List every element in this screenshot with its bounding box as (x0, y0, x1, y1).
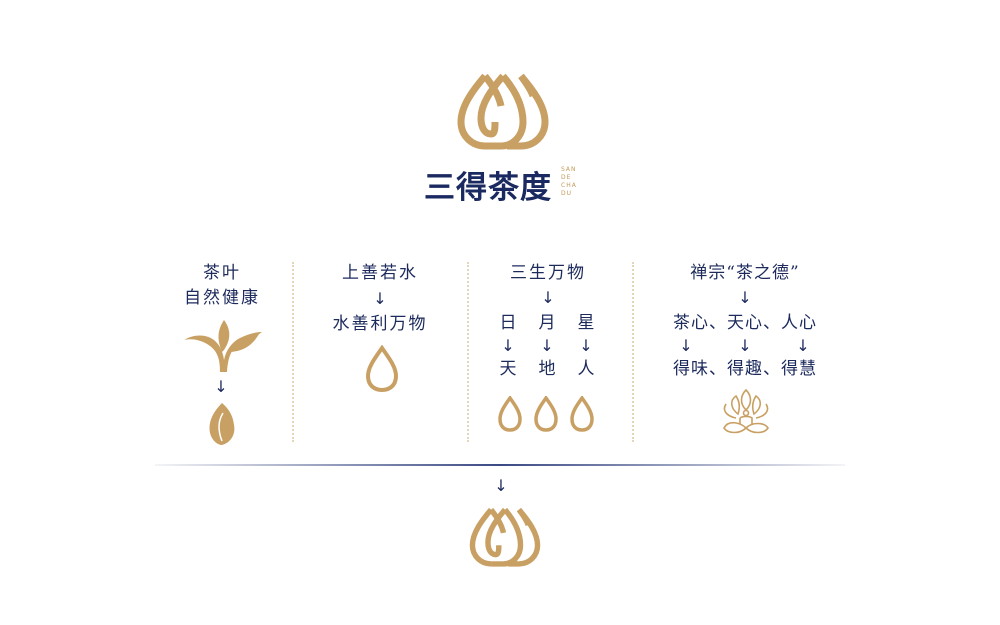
brand-subtitle: SAN DE CHA DU (561, 166, 585, 198)
column-1-line-1: 茶叶 (203, 263, 241, 283)
column-3-row2-item: 人 (577, 359, 595, 379)
brand-subtitle-line: DE (561, 174, 572, 181)
brand-subtitle-line: DU (561, 190, 573, 197)
arrow-down-icon: ↓ (796, 336, 810, 355)
column-3-row1-item: 月 (538, 313, 556, 333)
arrow-down-icon: ↓ (579, 336, 593, 355)
tea-sprout-icon (184, 320, 262, 372)
arrow-down-icon: ↓ (214, 377, 228, 396)
tea-leaf-icon (208, 403, 236, 445)
brand-subtitle-line: SAN (561, 166, 577, 173)
brand-logo-icon (455, 70, 551, 150)
column-2-line-2: 水善利万物 (332, 314, 428, 334)
divider (467, 262, 469, 442)
column-3-row1-item: 日 (499, 313, 517, 333)
arrow-down-icon: ↓ (679, 336, 693, 355)
brand-title: 三得茶度 (424, 170, 552, 206)
water-drop-icon (569, 396, 595, 432)
column-2-line-1: 上善若水 (342, 263, 418, 283)
brand-logo-icon (465, 505, 545, 567)
column-3-row2-item: 天 (499, 359, 517, 379)
arrow-down-icon: ↓ (494, 476, 508, 495)
column-4-row2: 得味、得趣、得慧 (673, 359, 817, 379)
column-3-row1-item: 星 (577, 313, 595, 333)
column-3-heading: 三生万物 (510, 263, 586, 283)
arrow-down-icon: ↓ (373, 289, 387, 308)
divider (632, 262, 634, 442)
water-drop-icon (533, 396, 559, 432)
column-4-heading: 禅宗“茶之德” (690, 263, 800, 283)
arrow-down-icon: ↓ (738, 336, 752, 355)
horizontal-divider (155, 464, 845, 466)
arrow-down-icon: ↓ (501, 336, 515, 355)
divider (292, 262, 294, 442)
column-3-row2-item: 地 (538, 359, 556, 379)
meditation-lotus-icon (718, 388, 774, 436)
column-1-line-2: 自然健康 (184, 288, 260, 308)
brand-subtitle-line: CHA (561, 182, 577, 189)
water-drop-icon (365, 345, 399, 393)
arrow-down-icon: ↓ (541, 288, 555, 307)
arrow-down-icon: ↓ (540, 336, 554, 355)
column-4-row1: 茶心、天心、人心 (673, 313, 817, 333)
arrow-down-icon: ↓ (738, 288, 752, 307)
water-drop-icon (497, 396, 523, 432)
